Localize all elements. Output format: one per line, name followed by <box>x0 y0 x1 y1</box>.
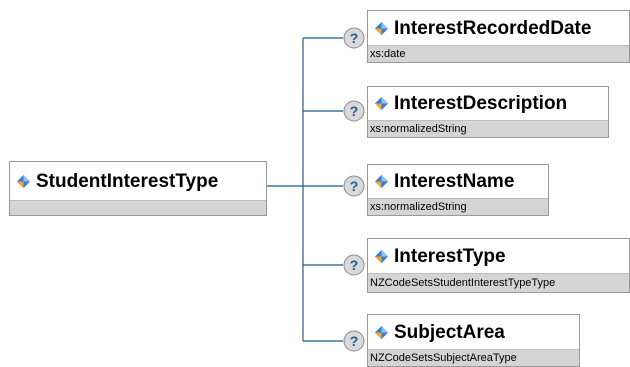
child-element-header: InterestRecordedDate <box>368 11 629 45</box>
svg-text:?: ? <box>350 333 359 349</box>
child-element-header: InterestDescription <box>368 87 608 120</box>
child-element-header: InterestType <box>368 239 629 273</box>
element-diamond-icon <box>374 325 389 339</box>
element-diamond-icon <box>374 96 389 111</box>
element-diamond-icon <box>374 21 389 35</box>
svg-text:?: ? <box>350 30 359 46</box>
svg-text:?: ? <box>350 257 359 273</box>
child-element-node[interactable]: InterestRecordedDate xs:date <box>367 10 630 63</box>
svg-text:?: ? <box>350 103 359 119</box>
child-element-node[interactable]: SubjectArea NZCodeSetsSubjectAreaType <box>367 314 580 367</box>
child-element-header: SubjectArea <box>368 315 579 349</box>
question-mark-icon: ? <box>343 254 365 276</box>
root-element-typebar <box>10 200 266 215</box>
root-element-header: StudentInterestType <box>10 162 266 200</box>
child-element-name: InterestType <box>394 245 506 267</box>
child-element-name: InterestRecordedDate <box>394 17 592 39</box>
root-element-name: StudentInterestType <box>36 170 219 192</box>
question-mark-icon: ? <box>343 330 365 352</box>
child-element-header: InterestName <box>368 165 548 198</box>
child-element-type: xs:normalizedString <box>368 198 548 215</box>
child-element-type: NZCodeSetsStudentInterestTypeType <box>368 273 629 292</box>
child-element-type: NZCodeSetsSubjectAreaType <box>368 349 579 366</box>
child-element-type: xs:normalizedString <box>368 120 608 137</box>
svg-text:?: ? <box>350 178 359 194</box>
child-element-type: xs:date <box>368 45 629 62</box>
element-diamond-icon <box>374 249 389 263</box>
element-diamond-icon <box>16 174 31 188</box>
question-mark-icon: ? <box>343 175 365 197</box>
element-diamond-icon <box>374 174 389 189</box>
child-element-node[interactable]: InterestType NZCodeSetsStudentInterestTy… <box>367 238 630 293</box>
root-element-node[interactable]: StudentInterestType <box>9 161 267 216</box>
child-element-name: InterestDescription <box>394 93 568 114</box>
child-element-name: SubjectArea <box>394 321 505 343</box>
child-element-name: InterestName <box>394 171 515 192</box>
child-element-node[interactable]: InterestName xs:normalizedString <box>367 164 549 216</box>
question-mark-icon: ? <box>343 100 365 122</box>
child-element-node[interactable]: InterestDescription xs:normalizedString <box>367 86 609 138</box>
question-mark-icon: ? <box>343 27 365 49</box>
